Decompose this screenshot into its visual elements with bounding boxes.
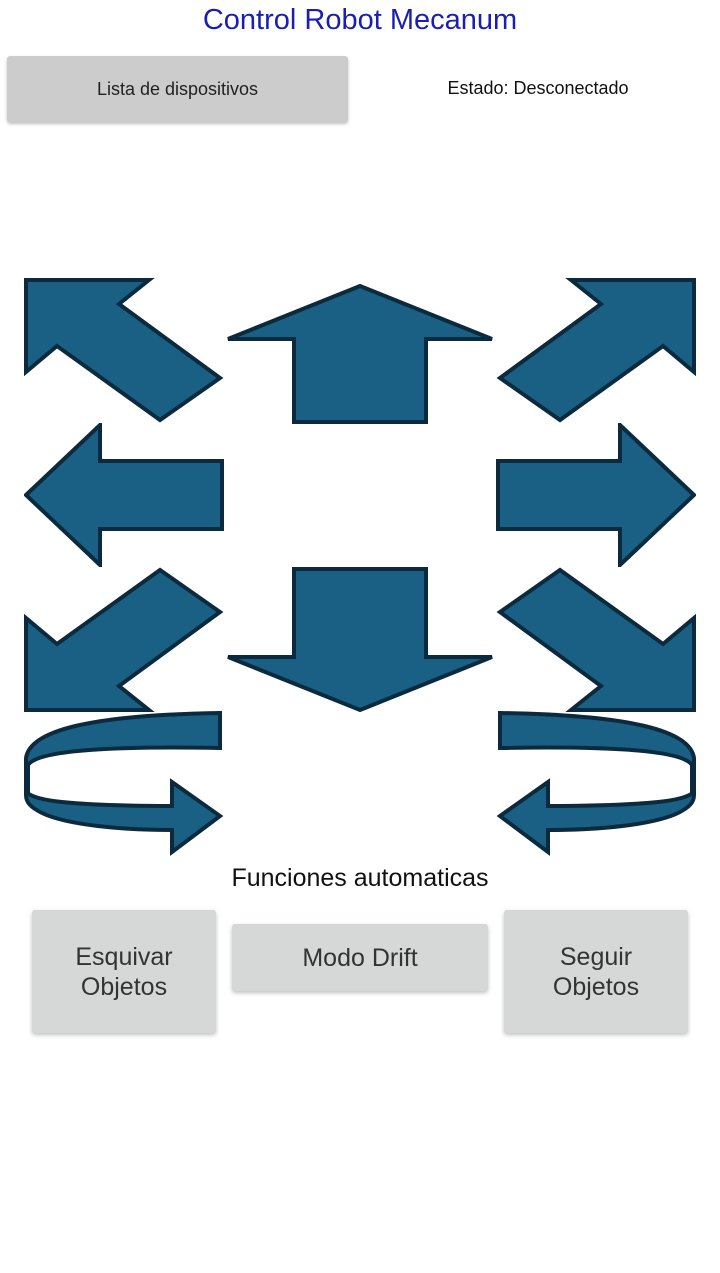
drift-mode-button[interactable]: Modo Drift	[232, 924, 488, 991]
arrow-up-right-button[interactable]	[496, 278, 696, 423]
arrow-down-right-icon	[496, 567, 696, 712]
avoid-objects-button[interactable]: Esquivar Objetos	[32, 910, 216, 1033]
rotate-left-icon	[24, 710, 224, 856]
arrow-right-button[interactable]	[494, 423, 696, 567]
arrow-up-right-icon	[496, 278, 696, 423]
arrow-down-left-icon	[24, 567, 224, 712]
follow-objects-button[interactable]: Seguir Objetos	[504, 910, 688, 1033]
arrow-down-left-button[interactable]	[24, 567, 224, 712]
drift-mode-label: Modo Drift	[302, 943, 418, 972]
arrow-left-button[interactable]	[24, 423, 226, 567]
arrow-down-right-button[interactable]	[496, 567, 696, 712]
rotate-right-button[interactable]	[494, 710, 698, 858]
rotate-right-icon	[496, 710, 696, 856]
arrow-right-icon	[496, 423, 696, 567]
device-list-button[interactable]: Lista de dispositivos	[7, 56, 348, 122]
arrow-up-icon	[227, 284, 493, 424]
auto-functions-title: Funciones automaticas	[231, 864, 489, 892]
arrow-left-icon	[24, 423, 224, 567]
arrow-up-button[interactable]	[226, 284, 494, 424]
rotate-left-button[interactable]	[22, 710, 226, 858]
arrow-up-left-icon	[24, 278, 224, 423]
arrow-down-button[interactable]	[226, 567, 494, 713]
arrow-up-left-button[interactable]	[24, 278, 224, 423]
app-title: Control Robot Mecanum	[202, 4, 518, 36]
follow-objects-label: Seguir Objetos	[552, 942, 640, 1001]
connection-status: Estado: Desconectado	[447, 78, 629, 98]
avoid-objects-label: Esquivar Objetos	[75, 942, 173, 1001]
arrow-down-icon	[227, 567, 493, 713]
